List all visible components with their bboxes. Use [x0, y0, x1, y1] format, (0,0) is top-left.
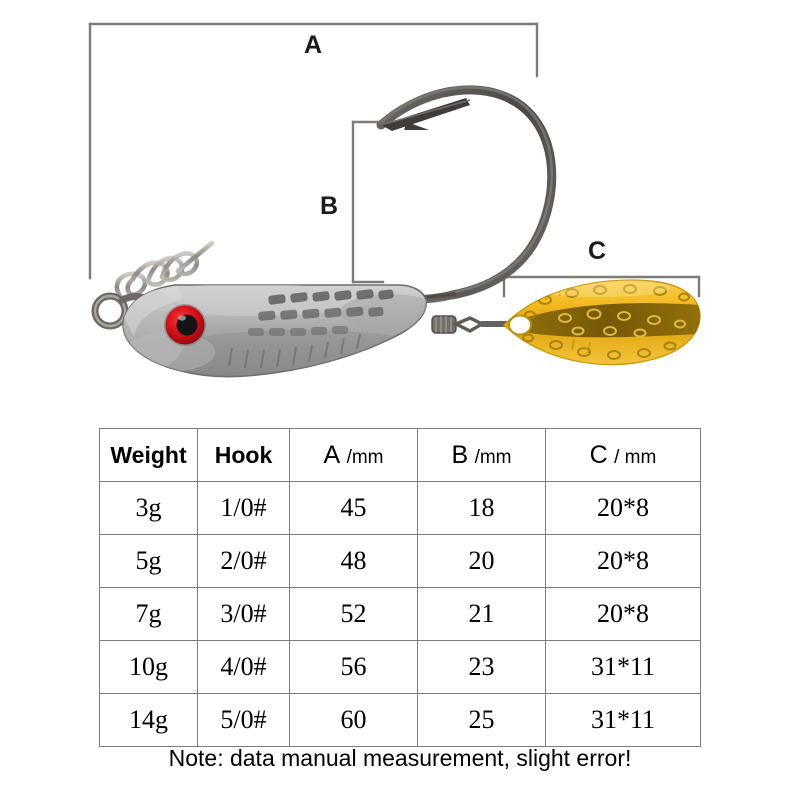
barrel-swivel [431, 315, 509, 334]
cell-b: 25 [417, 693, 546, 747]
column-header-b: B /mm [417, 428, 546, 482]
cell-c: 31*11 [545, 640, 701, 694]
cell-a: 60 [289, 693, 418, 747]
lure-diagram-svg [88, 22, 701, 378]
cell-a: 48 [289, 534, 418, 588]
dimension-bracket-b [351, 120, 385, 284]
cell-hook: 4/0# [197, 640, 290, 694]
product-illustration: A B C [88, 22, 701, 378]
willow-spinner-blade [503, 279, 701, 366]
cell-weight: 3g [99, 481, 198, 535]
specification-table-wrapper: Weight Hook A /mm B /mm C / mm [99, 428, 701, 747]
corkscrew-bait-keeper [114, 240, 215, 303]
cell-c: 20*8 [545, 587, 701, 641]
column-header-c-unit: / mm [614, 446, 657, 468]
dimension-label-b: B [320, 192, 339, 220]
cell-b: 23 [417, 640, 546, 694]
table-note: Note: data manual measurement, slight er… [168, 745, 632, 771]
column-header-a: A /mm [289, 428, 418, 482]
cell-hook: 3/0# [197, 587, 290, 641]
dimension-label-a: A [304, 31, 323, 59]
column-header-weight-label: Weight [110, 441, 187, 468]
column-header-hook-label: Hook [214, 441, 273, 468]
lure-eye [164, 304, 206, 346]
cell-hook: 5/0# [197, 693, 290, 747]
cell-c: 20*8 [545, 534, 701, 588]
column-header-c-letter: C [589, 440, 608, 469]
cell-a: 52 [289, 587, 418, 641]
cell-weight: 5g [99, 534, 198, 588]
table-header: Weight Hook A /mm B /mm C / mm [99, 428, 701, 482]
table-header-row: Weight Hook A /mm B /mm C / mm [99, 428, 701, 482]
column-header-c: C / mm [545, 428, 701, 482]
dimension-label-c: C [588, 237, 607, 265]
column-header-weight: Weight [99, 428, 198, 482]
cell-b: 20 [417, 534, 546, 588]
cell-b: 21 [417, 587, 546, 641]
cell-weight: 7g [99, 587, 198, 641]
cell-c: 31*11 [545, 693, 701, 747]
cell-c: 20*8 [545, 481, 701, 535]
specification-table: Weight Hook A /mm B /mm C / mm [99, 428, 701, 747]
column-header-a-unit: /mm [346, 446, 384, 468]
column-header-b-letter: B [451, 440, 469, 469]
column-header-hook: Hook [197, 428, 290, 482]
cell-weight: 14g [99, 693, 198, 747]
lead-jig-head-body [122, 284, 427, 378]
cell-a: 45 [289, 481, 418, 535]
cell-weight: 10g [99, 640, 198, 694]
cell-a: 56 [289, 640, 418, 694]
cell-hook: 2/0# [197, 534, 290, 588]
column-header-a-letter: A [323, 440, 341, 469]
dimension-bracket-a [88, 22, 539, 280]
worm-hook [376, 85, 557, 304]
column-header-b-unit: /mm [474, 446, 512, 468]
cell-hook: 1/0# [197, 481, 290, 535]
cell-b: 18 [417, 481, 546, 535]
